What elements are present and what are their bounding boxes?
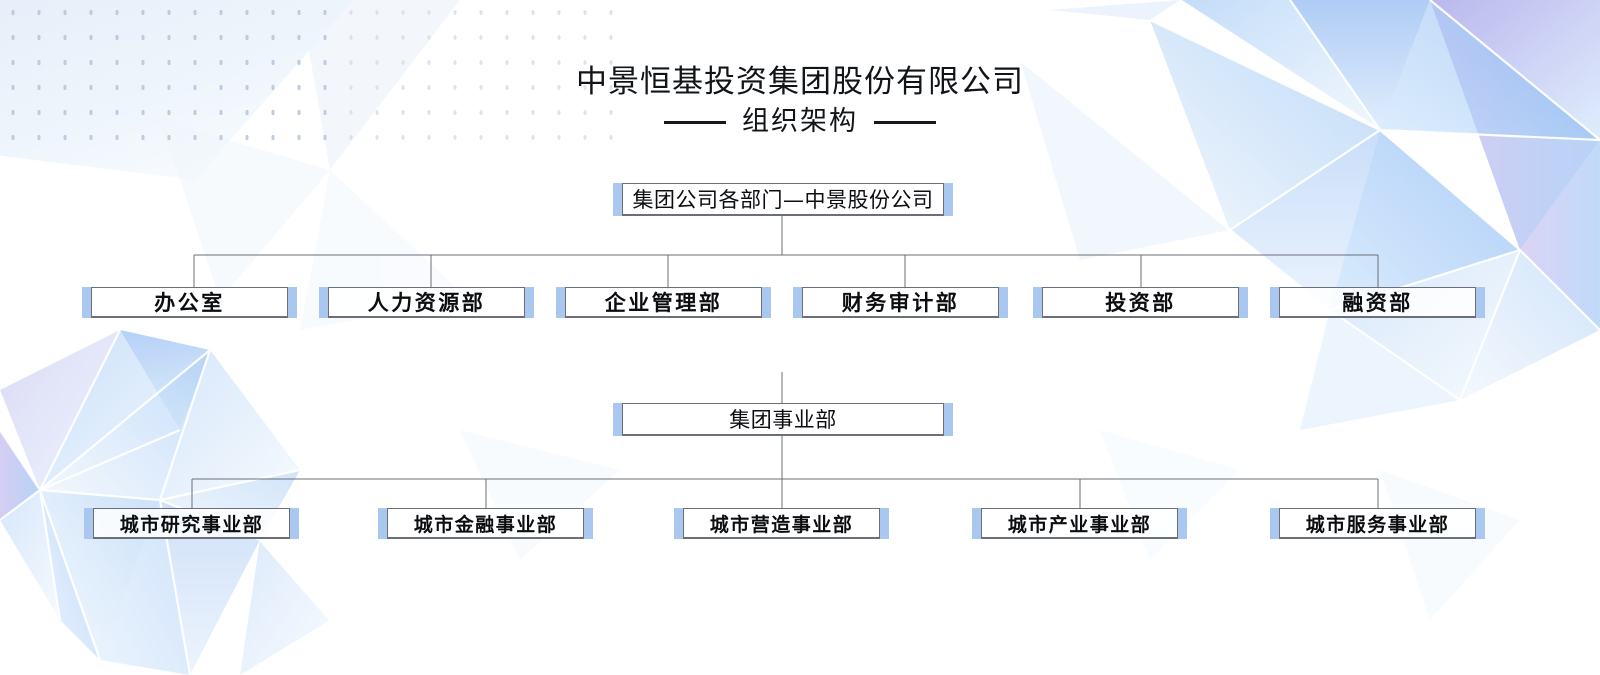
accent-bar-right <box>1476 287 1485 318</box>
node-label: 企业管理部 <box>604 290 723 315</box>
node-root[interactable]: 集团公司各部门—中景股份公司 <box>613 183 953 216</box>
node-department-1[interactable]: 办公室 <box>82 287 297 318</box>
accent-bar-right <box>288 287 297 318</box>
accent-bar-right <box>1178 508 1187 539</box>
node-label: 办公室 <box>154 290 225 315</box>
node-division-1[interactable]: 城市研究事业部 <box>84 508 299 539</box>
node-box: 集团公司各部门—中景股份公司 <box>622 183 944 216</box>
node-label: 融资部 <box>1342 290 1413 315</box>
node-department-5[interactable]: 投资部 <box>1033 287 1248 318</box>
accent-bar-right <box>1239 287 1248 318</box>
accent-bar-left <box>674 508 683 539</box>
node-label: 投资部 <box>1105 290 1176 315</box>
accent-bar-right <box>584 508 593 539</box>
node-label: 财务审计部 <box>841 290 960 315</box>
accent-bar-right <box>944 183 953 216</box>
accent-bar-left <box>556 287 565 318</box>
accent-bar-right <box>999 287 1008 318</box>
node-box: 城市服务事业部 <box>1279 508 1476 539</box>
node-box: 城市产业事业部 <box>981 508 1178 539</box>
node-box: 财务审计部 <box>802 287 999 318</box>
node-label: 城市研究事业部 <box>119 513 264 536</box>
node-box: 办公室 <box>91 287 288 318</box>
company-title: 中景恒基投资集团股份有限公司 <box>576 64 1024 100</box>
node-box: 城市金融事业部 <box>387 508 584 539</box>
node-label: 城市金融事业部 <box>413 513 558 536</box>
node-department-6[interactable]: 融资部 <box>1270 287 1485 318</box>
rule-right-icon <box>874 120 936 124</box>
node-division-3[interactable]: 城市营造事业部 <box>674 508 889 539</box>
node-label: 集团公司各部门—中景股份公司 <box>632 188 934 212</box>
subtitle-row: 组织架构 <box>0 105 1600 139</box>
node-department-3[interactable]: 企业管理部 <box>556 287 771 318</box>
accent-bar-left <box>613 403 622 436</box>
node-department-2[interactable]: 人力资源部 <box>319 287 534 318</box>
node-box: 城市研究事业部 <box>93 508 290 539</box>
accent-bar-left <box>972 508 981 539</box>
accent-bar-left <box>84 508 93 539</box>
node-division-5[interactable]: 城市服务事业部 <box>1270 508 1485 539</box>
rule-left-icon <box>664 120 726 124</box>
accent-bar-left <box>378 508 387 539</box>
node-label: 人力资源部 <box>367 290 486 315</box>
page-title-block: 中景恒基投资集团股份有限公司 组织架构 <box>0 62 1600 139</box>
accent-bar-right <box>944 403 953 436</box>
node-division-4[interactable]: 城市产业事业部 <box>972 508 1187 539</box>
node-division-root[interactable]: 集团事业部 <box>613 403 953 436</box>
accent-bar-left <box>613 183 622 216</box>
node-box: 投资部 <box>1042 287 1239 318</box>
node-label: 城市产业事业部 <box>1007 513 1152 536</box>
page-subtitle: 组织架构 <box>742 106 858 137</box>
accent-bar-left <box>319 287 328 318</box>
node-box: 企业管理部 <box>565 287 762 318</box>
accent-bar-right <box>290 508 299 539</box>
accent-bar-right <box>1476 508 1485 539</box>
node-division-2[interactable]: 城市金融事业部 <box>378 508 593 539</box>
accent-bar-right <box>525 287 534 318</box>
node-label: 集团事业部 <box>729 408 837 432</box>
node-box: 集团事业部 <box>622 403 944 436</box>
accent-bar-right <box>762 287 771 318</box>
node-label: 城市营造事业部 <box>709 513 854 536</box>
accent-bar-left <box>1270 287 1279 318</box>
node-department-4[interactable]: 财务审计部 <box>793 287 1008 318</box>
accent-bar-left <box>1033 287 1042 318</box>
node-box: 人力资源部 <box>328 287 525 318</box>
accent-bar-left <box>82 287 91 318</box>
accent-bar-left <box>793 287 802 318</box>
accent-bar-left <box>1270 508 1279 539</box>
node-box: 融资部 <box>1279 287 1476 318</box>
node-label: 城市服务事业部 <box>1305 513 1450 536</box>
node-box: 城市营造事业部 <box>683 508 880 539</box>
accent-bar-right <box>880 508 889 539</box>
